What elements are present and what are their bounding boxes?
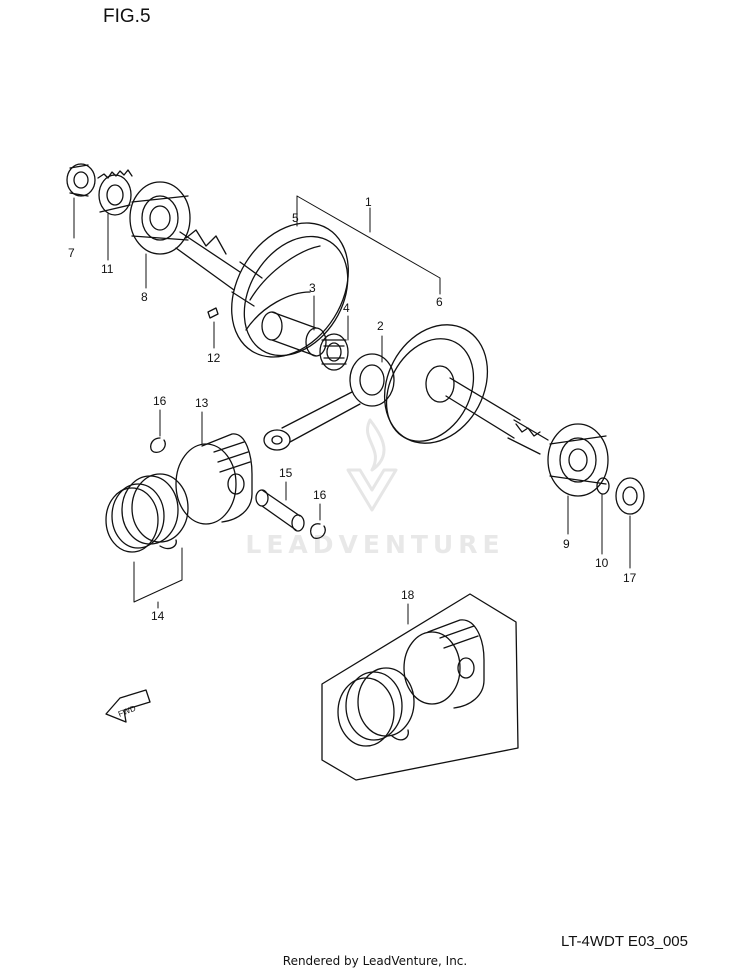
circlip-part-16-right <box>309 523 326 539</box>
callout-10: 10 <box>595 556 609 570</box>
drive-gear-part-11 <box>97 169 133 216</box>
piston-part-13 <box>175 433 253 525</box>
kit-piston <box>403 619 485 709</box>
fwd-label: FWD <box>117 704 137 719</box>
callout-18: 18 <box>401 588 415 602</box>
callout-13: 13 <box>195 396 209 410</box>
bearing-part-9 <box>547 423 609 497</box>
dowel-pin-part-12 <box>207 307 219 319</box>
callout-5: 5 <box>292 211 299 225</box>
footer-credit: Rendered by LeadVenture, Inc. <box>282 954 468 968</box>
callout-2: 2 <box>377 319 384 333</box>
callout-9: 9 <box>563 537 570 551</box>
needle-bearing-part-4 <box>319 333 349 371</box>
callout-17: 17 <box>623 571 637 585</box>
right-crank-web-part-6 <box>383 324 489 444</box>
oil-seal-part-17 <box>615 477 645 515</box>
crank-pin-part-3 <box>261 311 327 357</box>
callout-labels: 1 2 3 4 5 6 7 8 9 10 11 12 13 14 15 16 1… <box>68 195 637 719</box>
piston-ring-set-part-14 <box>105 473 189 553</box>
diagram-code: LT-4WDT E03_005 <box>560 933 688 950</box>
callout-16-right: 16 <box>313 488 327 502</box>
callout-12: 12 <box>207 351 221 365</box>
callout-16-left: 16 <box>153 394 167 408</box>
piston-pin-part-15 <box>255 489 305 532</box>
circlip-part-16-left <box>149 437 166 453</box>
kit-piston-rings <box>337 667 415 747</box>
fwd-arrow-icon <box>105 689 151 723</box>
right-crank-shaft <box>445 377 549 455</box>
callout-8: 8 <box>141 290 148 304</box>
connecting-rod-part-2 <box>263 353 395 451</box>
piston-kit-box-part-18 <box>321 593 519 781</box>
oil-seal-part-7 <box>66 163 96 197</box>
callout-3: 3 <box>309 281 316 295</box>
callout-14: 14 <box>151 609 165 623</box>
bearing-part-8 <box>129 181 191 255</box>
watermark-logo-icon <box>346 418 398 512</box>
left-crank-shaft <box>175 229 263 307</box>
callout-4: 4 <box>343 301 350 315</box>
left-crank-web-part-5 <box>231 222 349 358</box>
watermark-wordmark: LEADVENTURE <box>245 530 505 559</box>
figure-title: FIG.5 <box>103 6 151 27</box>
ring-part-10 <box>596 477 610 495</box>
callout-11: 11 <box>101 262 114 276</box>
callout-15: 15 <box>279 466 293 480</box>
callout-7: 7 <box>68 246 75 260</box>
callout-6: 6 <box>436 295 443 309</box>
callout-leader-lines <box>73 195 631 625</box>
callout-1: 1 <box>365 195 372 209</box>
